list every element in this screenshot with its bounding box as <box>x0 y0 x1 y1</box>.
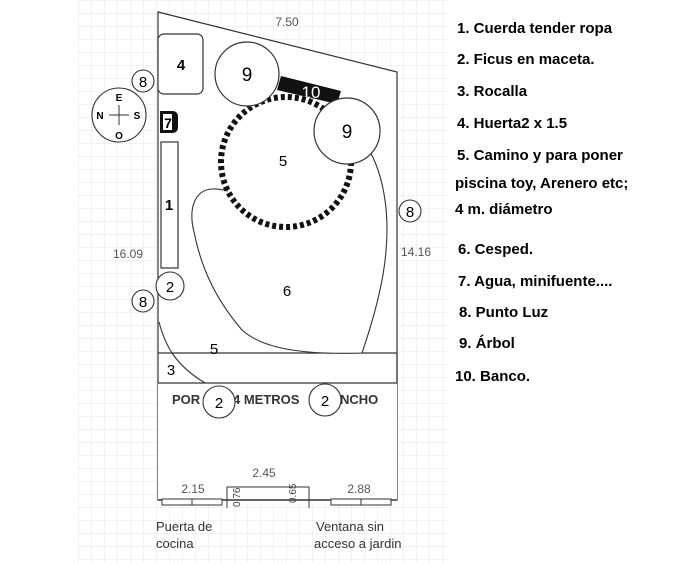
window-label-1: Ventana sin <box>316 519 384 534</box>
bench <box>277 76 341 104</box>
porch-text-b: 4 METROS <box>233 392 300 407</box>
kitchen-door-label-1: Puerta de <box>156 519 212 534</box>
clothesline-label: 1 <box>165 197 173 214</box>
legend-item-5: 5. Camino y para poner <box>457 147 623 164</box>
porch-area <box>158 383 397 503</box>
porch-text-c: NCHO <box>340 392 378 407</box>
legend-item-10: 10. Banco. <box>455 368 531 385</box>
compass-o: O <box>115 131 123 142</box>
light-top <box>131 69 155 93</box>
light-right-label: 8 <box>406 204 414 221</box>
water-feature-inner <box>163 114 172 130</box>
legend-item-4: 4. Huerta2 x 1.5 <box>457 115 568 132</box>
kitchen-door-label-2: cocina <box>156 536 194 551</box>
huerta-label: 4 <box>177 57 186 74</box>
door-frame <box>226 486 310 508</box>
ficus-porch-a <box>202 385 236 419</box>
dim-top: 7.50 <box>275 15 299 29</box>
path-bottom-label: 5 <box>210 341 218 358</box>
water-label: 7 <box>164 115 172 131</box>
tree-a <box>214 41 280 107</box>
dim-right: 14.16 <box>401 245 431 259</box>
dim-door-right: 0.65 <box>288 483 299 503</box>
compass-s: S <box>134 111 141 122</box>
legend-item-7: 7. Agua, minifuente.... <box>458 273 613 290</box>
dim-left: 16.09 <box>113 247 143 261</box>
dim-bottom-middle: 2.45 <box>252 466 276 480</box>
legend-item-1: 1. Cuerda tender ropa <box>457 20 613 37</box>
legend-item-5-cont2: 4 m. diámetro <box>455 201 553 218</box>
rockery-label: 3 <box>167 362 175 379</box>
light-right <box>398 199 422 223</box>
light-left <box>131 289 155 313</box>
tree-b <box>313 97 381 165</box>
ficus-porch-b-label: 2 <box>321 393 329 410</box>
compass-e: E <box>116 93 123 104</box>
tree-b-label: 9 <box>342 122 353 143</box>
porch-text-a: POR <box>172 392 201 407</box>
ficus-left-label: 2 <box>166 279 174 296</box>
legend-item-6: 6. Cesped. <box>458 241 534 258</box>
ficus-left <box>155 271 185 301</box>
legend-item-9: 9. Árbol <box>459 335 515 352</box>
dim-bottom-left: 2.15 <box>181 482 205 496</box>
dim-door-left: 0.76 <box>232 487 243 507</box>
path-circle-label: 5 <box>279 153 287 170</box>
legend-item-2: 2. Ficus en maceta. <box>457 51 595 68</box>
tree-a-label: 9 <box>242 65 253 86</box>
ficus-porch-b <box>308 383 342 417</box>
lawn-label: 6 <box>283 283 291 300</box>
light-left-label: 8 <box>139 294 147 311</box>
light-top-label: 8 <box>139 74 147 91</box>
huerta-box <box>157 33 204 95</box>
dim-bottom-right: 2.88 <box>347 482 371 496</box>
compass-n: N <box>96 111 103 122</box>
legend-item-3: 3. Rocalla <box>457 83 528 100</box>
clothesline <box>160 141 179 269</box>
window-label-2: acceso a jardin <box>314 536 401 551</box>
rockery-edge <box>158 321 206 384</box>
ficus-porch-a-label: 2 <box>215 395 223 412</box>
legend-item-5-cont: piscina toy, Arenero etc; <box>455 175 629 192</box>
legend-item-8: 8. Punto Luz <box>459 304 549 321</box>
